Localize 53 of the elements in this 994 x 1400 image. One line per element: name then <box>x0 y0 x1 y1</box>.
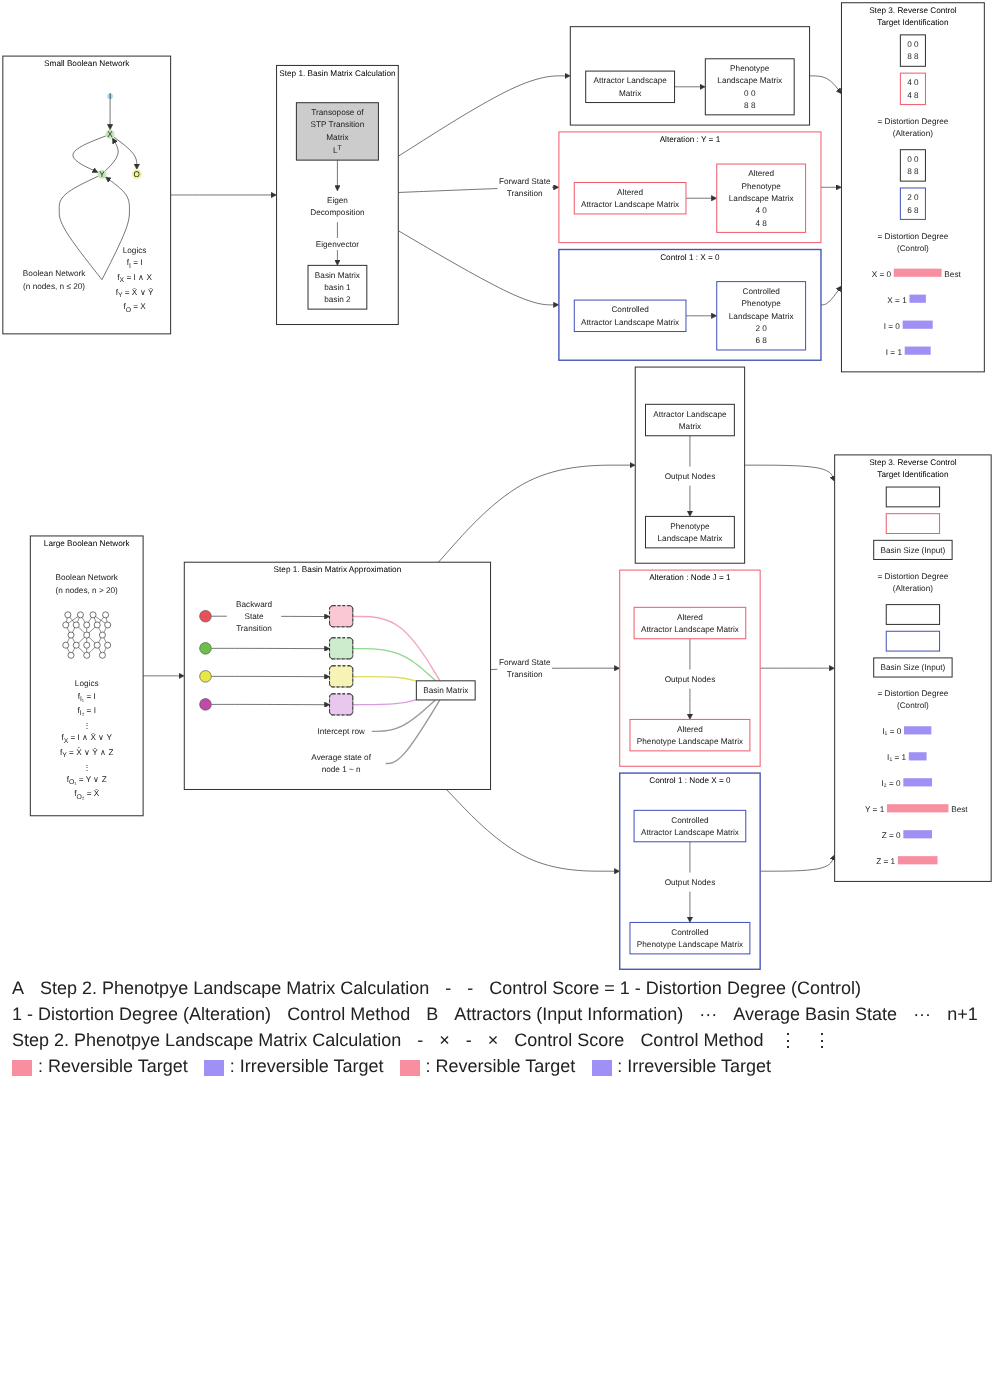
node-circle <box>199 642 212 655</box>
node-box <box>885 513 941 535</box>
group-heading: Average Basin State <box>733 1004 898 1026</box>
legend-label: : Reversible Target <box>425 1056 576 1078</box>
node-bar <box>897 856 938 865</box>
connector <box>352 615 441 682</box>
node-bar <box>908 752 927 761</box>
cluster <box>634 366 746 564</box>
node-circle <box>199 610 212 623</box>
panel-letter: B <box>426 1004 439 1026</box>
connector <box>352 698 418 706</box>
node-box <box>885 630 941 652</box>
axis-title: Control Method <box>287 1004 411 1026</box>
node-bar <box>903 778 933 787</box>
legend-label: : Irreversible Target <box>229 1056 384 1078</box>
legend-label: : Reversible Target <box>38 1056 188 1078</box>
ellipsis: ··· <box>699 1004 718 1026</box>
node-bar <box>893 268 942 277</box>
row-count-label: n+1 <box>947 1004 978 1026</box>
node-box <box>885 604 941 625</box>
node-bar <box>886 804 949 813</box>
node-circle <box>199 698 212 711</box>
ellipsis: ··· <box>913 1004 932 1026</box>
node-circle <box>199 670 212 683</box>
group-heading: Attractors (Input Information) <box>454 1004 684 1026</box>
times-sign: × <box>439 1030 450 1052</box>
connector <box>371 699 436 733</box>
connector <box>384 699 441 765</box>
node-bar <box>903 830 933 839</box>
legend-label: : Irreversible Target <box>617 1056 771 1078</box>
reference-line-label: 1 - Distortion Degree (Alteration) <box>12 1004 272 1026</box>
panel-letter: A <box>12 978 25 1000</box>
axis-title: Control Score = 1 - Distortion Degree (Control) <box>489 978 861 1000</box>
ellipsis: ⋮ <box>813 1030 832 1052</box>
connector <box>689 435 691 467</box>
node-bar <box>904 346 931 355</box>
node-bar <box>909 294 926 303</box>
times-sign: × <box>487 1030 499 1052</box>
connector <box>352 675 418 682</box>
node-bar <box>902 320 933 329</box>
minus-sign: - <box>465 1030 472 1052</box>
section-heading: Step 2. Phenotpye Landscape Matrix Calculation <box>12 1030 402 1052</box>
axis-title: Control Score <box>514 1030 625 1052</box>
minus-sign: - <box>445 978 452 1000</box>
node-bar <box>904 726 932 735</box>
ellipsis: ⋮ <box>779 1030 798 1052</box>
axis-title: Control Method <box>640 1030 764 1052</box>
minus-sign: - <box>467 978 474 1000</box>
minus-sign: - <box>417 1030 424 1052</box>
cluster <box>569 26 811 126</box>
connector <box>352 647 437 682</box>
section-heading: Step 2. Phenotpye Landscape Matrix Calculation <box>40 978 430 1000</box>
node-box <box>885 486 941 508</box>
